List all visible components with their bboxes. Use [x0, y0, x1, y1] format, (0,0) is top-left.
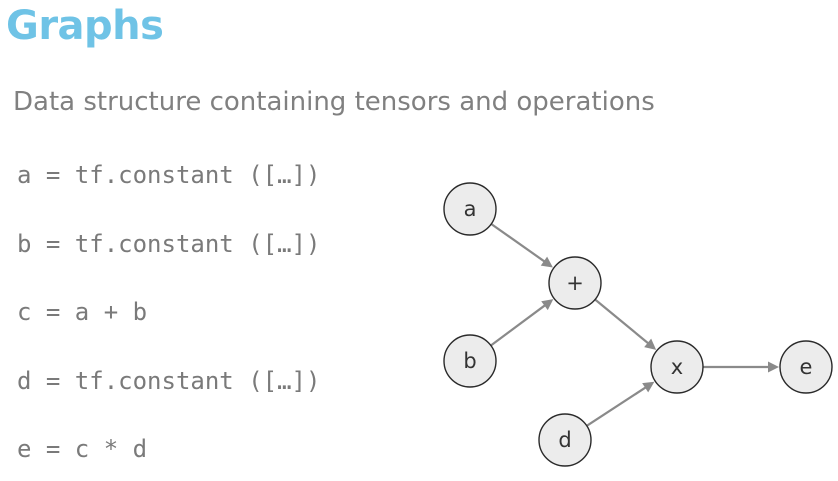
node-circle — [443, 182, 497, 236]
node-label: + — [566, 271, 584, 295]
graph-node-d: d — [538, 413, 592, 467]
code-line-d: d = tf.constant ([…]) — [17, 367, 321, 395]
code-line-e: e = c * d — [17, 435, 148, 463]
node-circle — [443, 334, 497, 388]
node-circle — [538, 413, 592, 467]
arrowhead-icon — [768, 361, 779, 373]
node-label: a — [464, 197, 477, 221]
slide-subtitle: Data structure containing tensors and op… — [13, 87, 655, 117]
node-label: e — [800, 355, 813, 379]
node-circle — [650, 340, 704, 394]
graph-node-b: b — [443, 334, 497, 388]
edge-plus-to-times — [594, 298, 657, 350]
arrowhead-icon — [541, 299, 554, 311]
node-label: b — [463, 349, 476, 373]
edge-b-to-plus — [490, 299, 554, 347]
edge-times-to-e — [703, 361, 779, 373]
code-line-a: a = tf.constant ([…]) — [17, 161, 321, 189]
graph-node-times: x — [650, 340, 704, 394]
edge-line — [490, 223, 546, 263]
arrowhead-icon — [644, 338, 657, 350]
arrowhead-icon — [540, 256, 553, 268]
node-label: x — [671, 355, 683, 379]
graph-node-a: a — [443, 182, 497, 236]
arrowhead-icon — [642, 381, 655, 393]
graph-nodes: a + b x e d — [443, 182, 833, 467]
edge-line — [490, 304, 546, 347]
node-circle — [779, 340, 833, 394]
graph-node-plus: + — [548, 256, 602, 310]
slide-title: Graphs — [6, 3, 164, 49]
graph-edges — [490, 223, 779, 427]
code-line-c: c = a + b — [17, 298, 148, 326]
edge-line — [594, 298, 650, 345]
code-line-b: b = tf.constant ([…]) — [17, 230, 321, 258]
node-label: d — [558, 428, 571, 452]
edge-line — [586, 386, 647, 427]
node-circle — [548, 256, 602, 310]
edge-d-to-times — [586, 381, 655, 427]
graph-node-e: e — [779, 340, 833, 394]
edge-a-to-plus — [490, 223, 553, 268]
